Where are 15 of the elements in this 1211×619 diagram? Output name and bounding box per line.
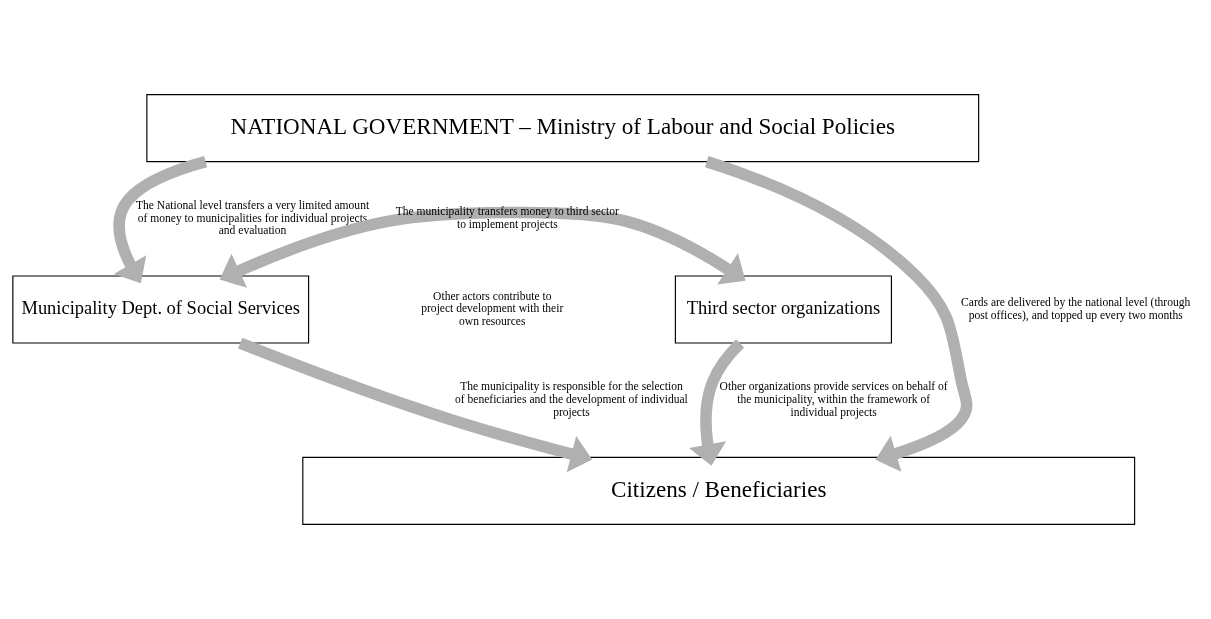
node-box: NATIONAL GOVERNMENT – Ministry of Labour and Social Policies <box>146 94 980 163</box>
arrow <box>704 156 973 472</box>
edge-label: Cards are delivered by the national level (through post offices), and topped up every two months <box>961 296 1191 321</box>
edge-label: Other organizations provide services on behalf of the municipality, within the framework of individual projects <box>719 380 948 418</box>
edge-label: The National level transfers a very limited amount of money to municipalities for individual projects and evaluation <box>136 198 370 237</box>
edge-label: The municipality is responsible for the selection of beneficiaries and the development of individual projects <box>455 380 688 418</box>
arrow <box>219 206 746 288</box>
node-box: Third sector organizations <box>674 275 892 344</box>
node-box: Municipality Dept. of Social Services <box>12 275 310 344</box>
node-box: Citizens / Beneficiaries <box>302 456 1136 525</box>
edge-label: The municipality transfers money to third sector to implement projects <box>395 205 619 231</box>
arrow <box>238 337 593 473</box>
arrow <box>689 339 745 466</box>
arrow <box>113 156 208 284</box>
label: Other actors contribute to project development with their own resources <box>421 289 564 328</box>
